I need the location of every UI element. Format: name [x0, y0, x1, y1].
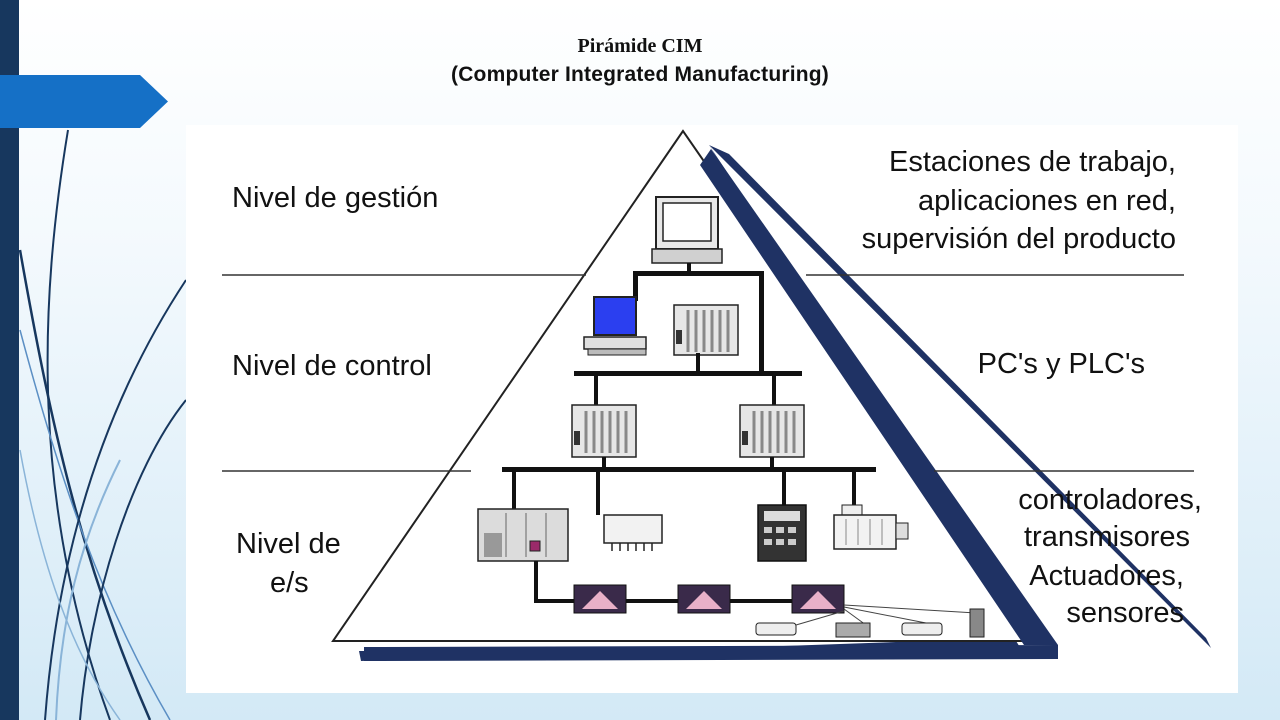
level-desc-control: PC's y PLC's: [977, 348, 1145, 380]
pyramid-graphic: [222, 129, 1211, 661]
level-desc-es-line3: Actuadores,: [1029, 560, 1184, 592]
decorative-swooshes: [18, 129, 187, 720]
plc-unit-icon: [571, 404, 637, 458]
page-subtitle: (Computer Integrated Manufacturing): [451, 63, 829, 86]
level-desc-es-line4: sensores: [1066, 597, 1184, 629]
level-desc-gestion-line3: supervisión del producto: [861, 223, 1176, 255]
sensor-icon: [755, 622, 797, 636]
io-module-icon: [573, 584, 627, 614]
cim-pyramid-diagram: Nivel de gestión Nivel de control Nivel …: [186, 125, 1238, 693]
level-desc-es-line1: controladores,: [1018, 484, 1202, 516]
sensor-icon: [835, 622, 871, 638]
level-label-gestion: Nivel de gestión: [232, 182, 439, 214]
pc-icon: [583, 296, 647, 356]
level-label-control: Nivel de control: [232, 350, 432, 382]
plc-unit-icon: [739, 404, 805, 458]
io-module-icon: [791, 584, 845, 614]
left-accent-bar: [0, 0, 19, 720]
plc-rack-icon: [673, 304, 739, 356]
level-desc-es-line2: transmisores: [1024, 521, 1190, 553]
sensor-icon: [901, 622, 943, 636]
workstation-icon: [651, 196, 723, 264]
sensor-icon: [969, 608, 985, 638]
transmitter-icon: [603, 514, 663, 551]
level-label-es-line1: Nivel de: [236, 528, 341, 560]
title-arrow-tab: [0, 75, 168, 128]
level-desc-gestion-line2: aplicaciones en red,: [918, 185, 1176, 217]
controller-icon: [477, 508, 569, 562]
level-desc-gestion-line1: Estaciones de trabajo,: [889, 146, 1176, 178]
controller-icon: [757, 504, 807, 562]
page-title: Pirámide CIM: [577, 35, 703, 57]
io-module-icon: [677, 584, 731, 614]
level-label-es-line2: e/s: [270, 567, 309, 599]
motor-icon: [833, 504, 909, 550]
